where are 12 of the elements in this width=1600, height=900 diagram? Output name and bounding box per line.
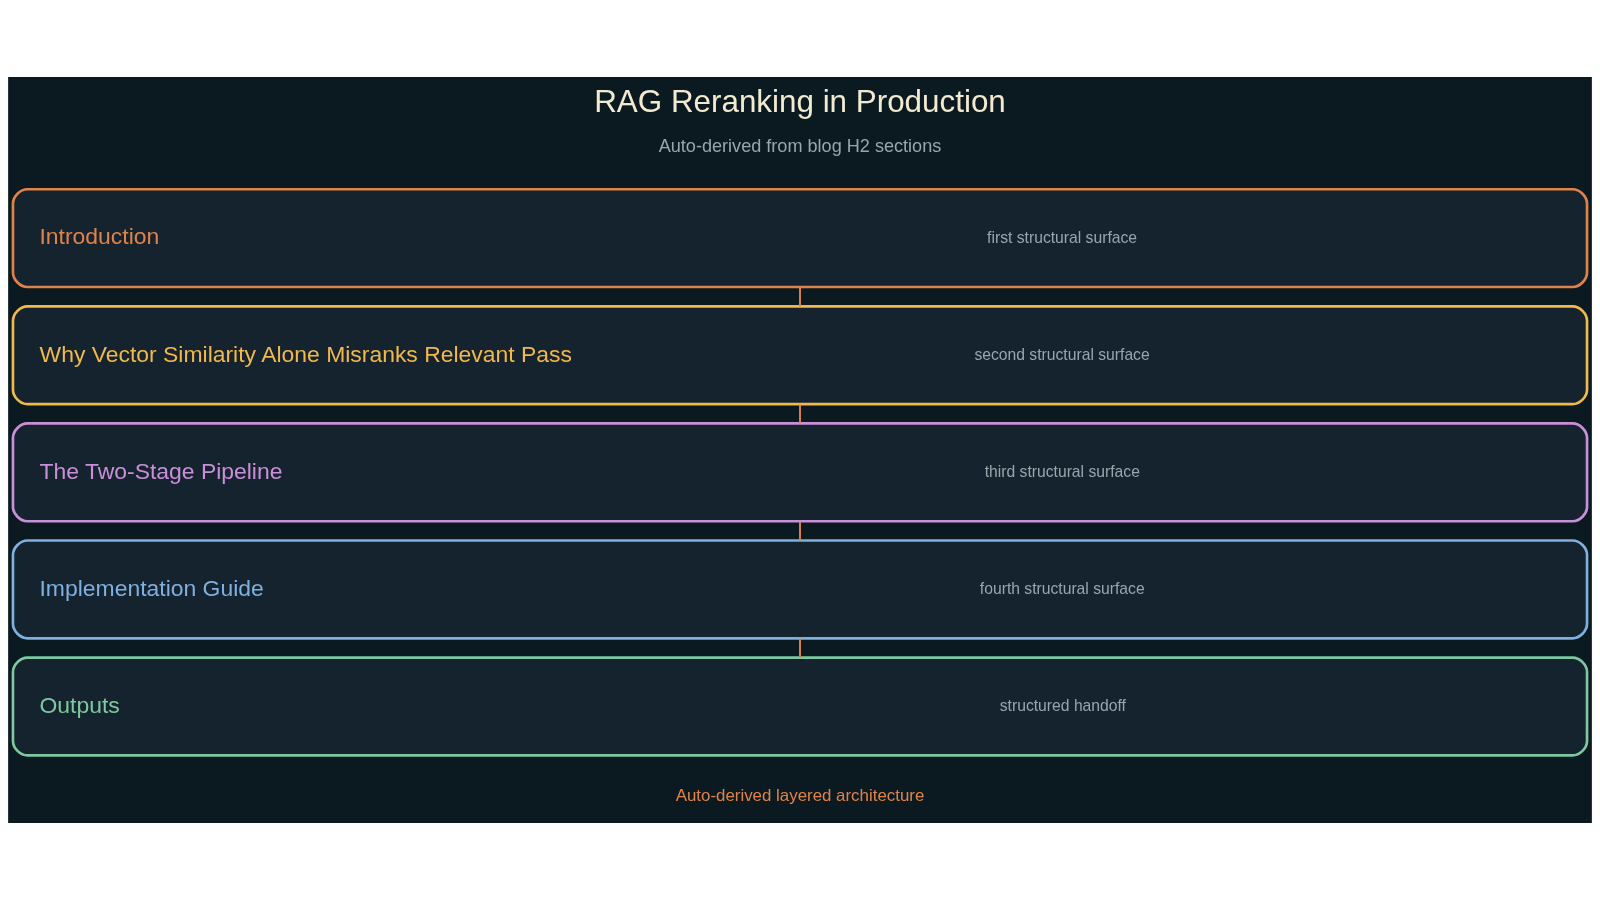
connector [799, 403, 801, 425]
node-box: Implementation Guide fourth structural surface [11, 539, 1589, 640]
connector [799, 637, 801, 659]
diagram-title: RAG Reranking in Production [594, 83, 1006, 119]
node-box: Why Vector Similarity Alone Misranks Relevant Pass second structural surface [11, 305, 1589, 406]
connector [799, 520, 801, 542]
connector [799, 286, 801, 308]
node-box: The Two-Stage Pipeline third structural surface [11, 422, 1589, 523]
node-box: Outputs structured handoff [11, 656, 1589, 757]
label: Auto-derived from blog H2 sections [658, 136, 942, 157]
caption: Auto-derived layered architecture [675, 785, 925, 805]
node-box: Introduction first structural surface [11, 187, 1589, 289]
